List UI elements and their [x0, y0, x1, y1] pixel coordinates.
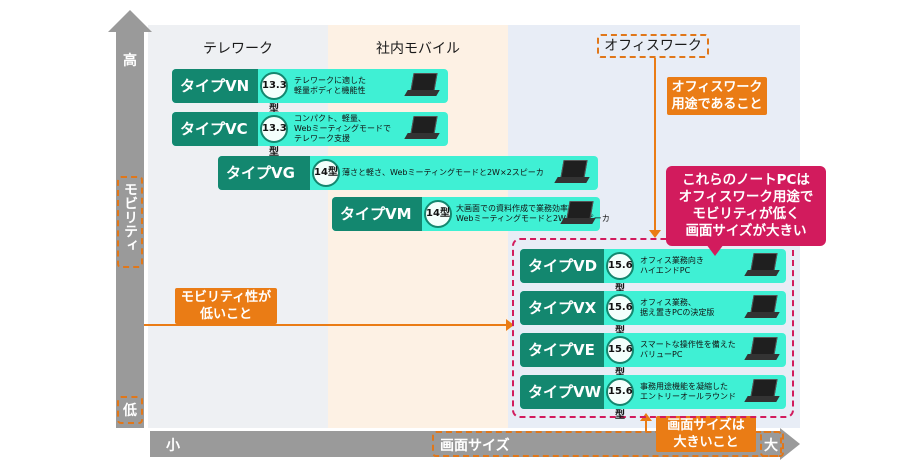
- laptop-icon: [744, 337, 782, 363]
- laptop-icon: [744, 379, 782, 405]
- note-screen-large-line2: 大きいこと: [673, 435, 739, 450]
- screen-connector-line: [645, 420, 647, 432]
- zone-telework-label: テレワーク: [203, 41, 273, 57]
- model-description: 薄さと軽さ、Webミーティングモードと2W×2スピーカ: [342, 156, 544, 190]
- mobility-connector-line: [144, 324, 508, 326]
- model-name: タイプVD: [520, 249, 604, 283]
- zone-office-label-box: オフィスワーク: [597, 34, 709, 58]
- y-axis: [116, 30, 144, 428]
- laptop-icon: [404, 116, 442, 142]
- note-office-use-line2: 用途であること: [671, 97, 763, 112]
- note-mobility-low-line2: 低いこと: [199, 307, 252, 322]
- laptop-icon: [404, 73, 442, 99]
- model-description-line: テレワークに適した: [294, 76, 366, 85]
- model-description-line: Webミーティングモードで: [294, 124, 391, 133]
- model-description-line: 据え置きPCの決定版: [640, 308, 715, 317]
- model-screen-size: 15.6型: [606, 336, 634, 379]
- model-description: コンパクト、軽量、Webミーティングモードでテレワーク支援: [294, 112, 391, 146]
- model-name: タイプVX: [520, 291, 604, 325]
- model-description: オフィス業務向きハイエンドPC: [640, 249, 704, 283]
- model-description: スマートな操作性を備えたバリューPC: [640, 333, 736, 367]
- laptop-icon: [744, 253, 782, 279]
- y-axis-arrowhead: [108, 10, 152, 32]
- model-description-line: コンパクト、軽量、: [294, 114, 366, 123]
- x-axis-small-label: 小: [166, 438, 180, 454]
- model-screen-size: 15.6型: [606, 378, 634, 421]
- model-description-line: 薄さと軽さ、Webミーティングモードと2W×2スピーカ: [342, 168, 544, 177]
- laptop-icon: [744, 295, 782, 321]
- model-screen-size: 14型: [312, 159, 340, 187]
- zone-mobile-label: 社内モバイル: [376, 41, 460, 57]
- model-description: オフィス業務、据え置きPCの決定版: [640, 291, 714, 325]
- model-screen-size: 14型: [424, 200, 452, 228]
- model-description-line: 大画面での資料作成で業務効率UP: [456, 204, 579, 213]
- note-office-use: オフィスワーク 用途であること: [667, 77, 767, 115]
- x-axis-label: 画面サイズ: [440, 438, 510, 454]
- callout-tail: [706, 244, 724, 256]
- model-screen-size: 13.3型: [260, 72, 288, 115]
- x-axis-large-box: [760, 431, 784, 457]
- model-name: タイプVN: [172, 69, 258, 103]
- office-connector-arrow: [649, 230, 661, 238]
- model-name: タイプVE: [520, 333, 604, 367]
- model-screen-size: 15.6型: [606, 252, 634, 295]
- mobility-connector-arrow: [506, 319, 514, 331]
- laptop-icon: [560, 201, 598, 227]
- model-description-line: 軽量ボディと機能性: [294, 86, 366, 95]
- y-axis-label-box: [117, 176, 143, 268]
- y-axis-label: モビリティ: [122, 182, 138, 252]
- callout-line4: 画面サイズが大きい: [685, 223, 807, 239]
- x-axis-large-label: 大: [764, 438, 778, 454]
- model-description-line: オフィス業務向き: [640, 256, 704, 265]
- model-description-line: 事務用途機能を凝縮した: [640, 382, 728, 391]
- callout-line2: オフィスワーク用途で: [678, 189, 814, 205]
- note-mobility-low: モビリティ性が 低いこと: [175, 288, 277, 324]
- model-description-line: テレワーク支援: [294, 134, 350, 143]
- office-models-group: [512, 238, 794, 418]
- model-description-line: Webミーティングモードと2W×2スピーカ: [456, 214, 610, 223]
- y-axis-high-label: 高: [123, 53, 137, 69]
- note-screen-large-line1: 画面サイズは: [667, 418, 745, 433]
- callout-line1: これらのノートPCは: [682, 172, 810, 188]
- model-name: タイプVM: [332, 197, 422, 231]
- laptop-icon: [554, 160, 592, 186]
- model-name: タイプVC: [172, 112, 258, 146]
- y-axis-low-box: [117, 396, 143, 424]
- model-name: タイプVW: [520, 375, 604, 409]
- model-description: 事務用途機能を凝縮したエントリーオールラウンド: [640, 375, 736, 409]
- model-description-line: オフィス業務、: [640, 298, 696, 307]
- model-description-line: エントリーオールラウンド: [640, 392, 736, 401]
- summary-callout: これらのノートPCは オフィスワーク用途で モビリティが低く 画面サイズが大きい: [666, 166, 826, 246]
- model-description-line: ハイエンドPC: [640, 266, 691, 275]
- x-axis-label-box: [432, 431, 782, 457]
- model-description: テレワークに適した軽量ボディと機能性: [294, 69, 366, 103]
- y-axis-low-label: 低: [123, 403, 137, 419]
- model-screen-size: 15.6型: [606, 294, 634, 337]
- model-description-line: バリューPC: [640, 350, 683, 359]
- x-axis-arrowhead: [780, 428, 800, 460]
- zone-office-label: オフィスワーク: [604, 38, 702, 54]
- model-description-line: スマートな操作性を備えた: [640, 340, 736, 349]
- note-office-use-line1: オフィスワーク: [671, 80, 763, 95]
- model-name: タイプVG: [218, 156, 310, 190]
- model-screen-size: 13.3型: [260, 115, 288, 158]
- office-connector-line: [654, 58, 656, 234]
- note-screen-large: 画面サイズは 大きいこと: [656, 416, 756, 452]
- note-mobility-low-line1: モビリティ性が: [180, 290, 272, 305]
- callout-line3: モビリティが低く: [692, 206, 800, 222]
